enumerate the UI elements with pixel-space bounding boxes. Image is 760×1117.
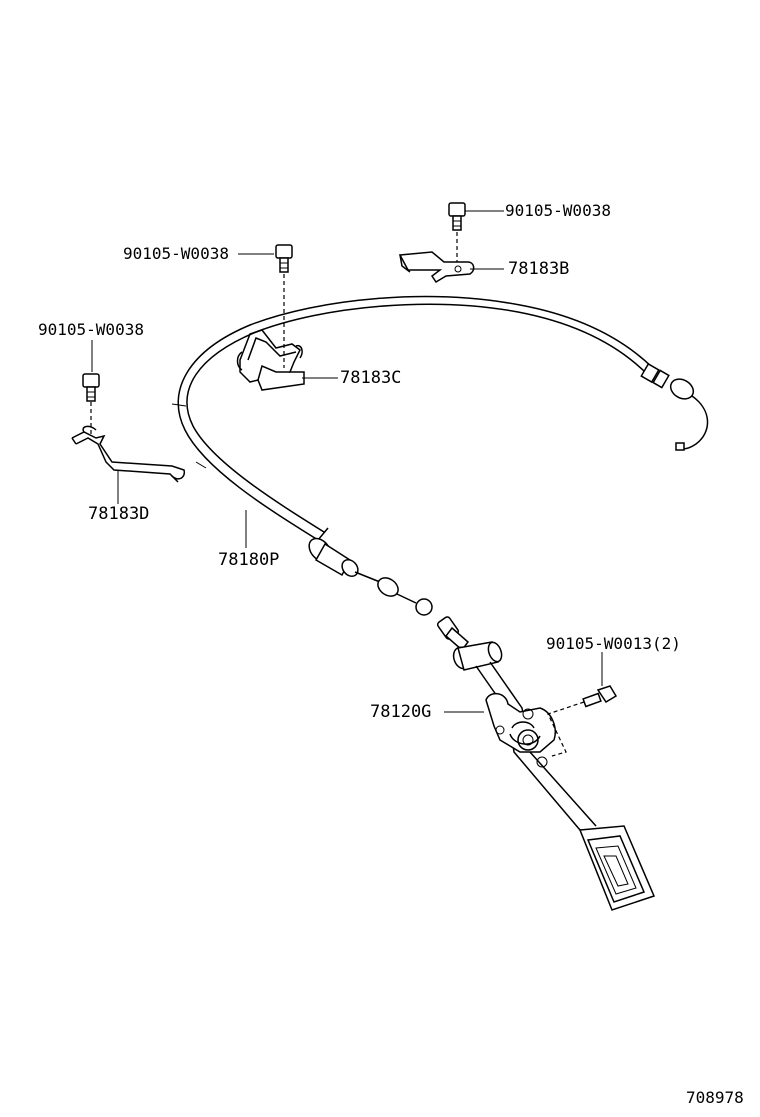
accelerator-pedal-assembly[interactable] xyxy=(437,616,654,910)
label-bracket-c: 78183C xyxy=(340,368,402,388)
label-bolt-bracket-b: 90105-W0038 xyxy=(505,201,611,220)
bolt-90105-w0013-pedal[interactable] xyxy=(583,686,616,706)
bolt-90105-w0038-top-right[interactable] xyxy=(449,203,465,230)
bolt-90105-w0038-center[interactable] xyxy=(276,245,292,272)
cable-pedal-end-fitting[interactable] xyxy=(305,528,432,615)
bracket-78183d[interactable] xyxy=(72,426,184,482)
label-bracket-b: 78183B xyxy=(508,259,570,279)
bolt-90105-w0038-left[interactable] xyxy=(83,374,99,401)
bracket-78183b[interactable] xyxy=(400,252,474,282)
label-cable: 78180P xyxy=(218,550,280,570)
label-bracket-d: 78183D xyxy=(88,504,150,524)
cable-engine-end-fitting[interactable] xyxy=(641,364,707,450)
leader-lines xyxy=(92,211,602,712)
label-pedal: 78120G xyxy=(370,702,432,722)
label-pedal-bolts: 90105-W0013(2) xyxy=(546,634,681,653)
illustration-number: 708978 xyxy=(686,1088,744,1107)
bracket-78183c[interactable] xyxy=(238,330,305,390)
label-bolt-bracket-d: 90105-W0038 xyxy=(38,320,144,339)
accelerator-cable[interactable] xyxy=(172,297,708,615)
label-bolt-bracket-c: 90105-W0038 xyxy=(123,244,229,263)
